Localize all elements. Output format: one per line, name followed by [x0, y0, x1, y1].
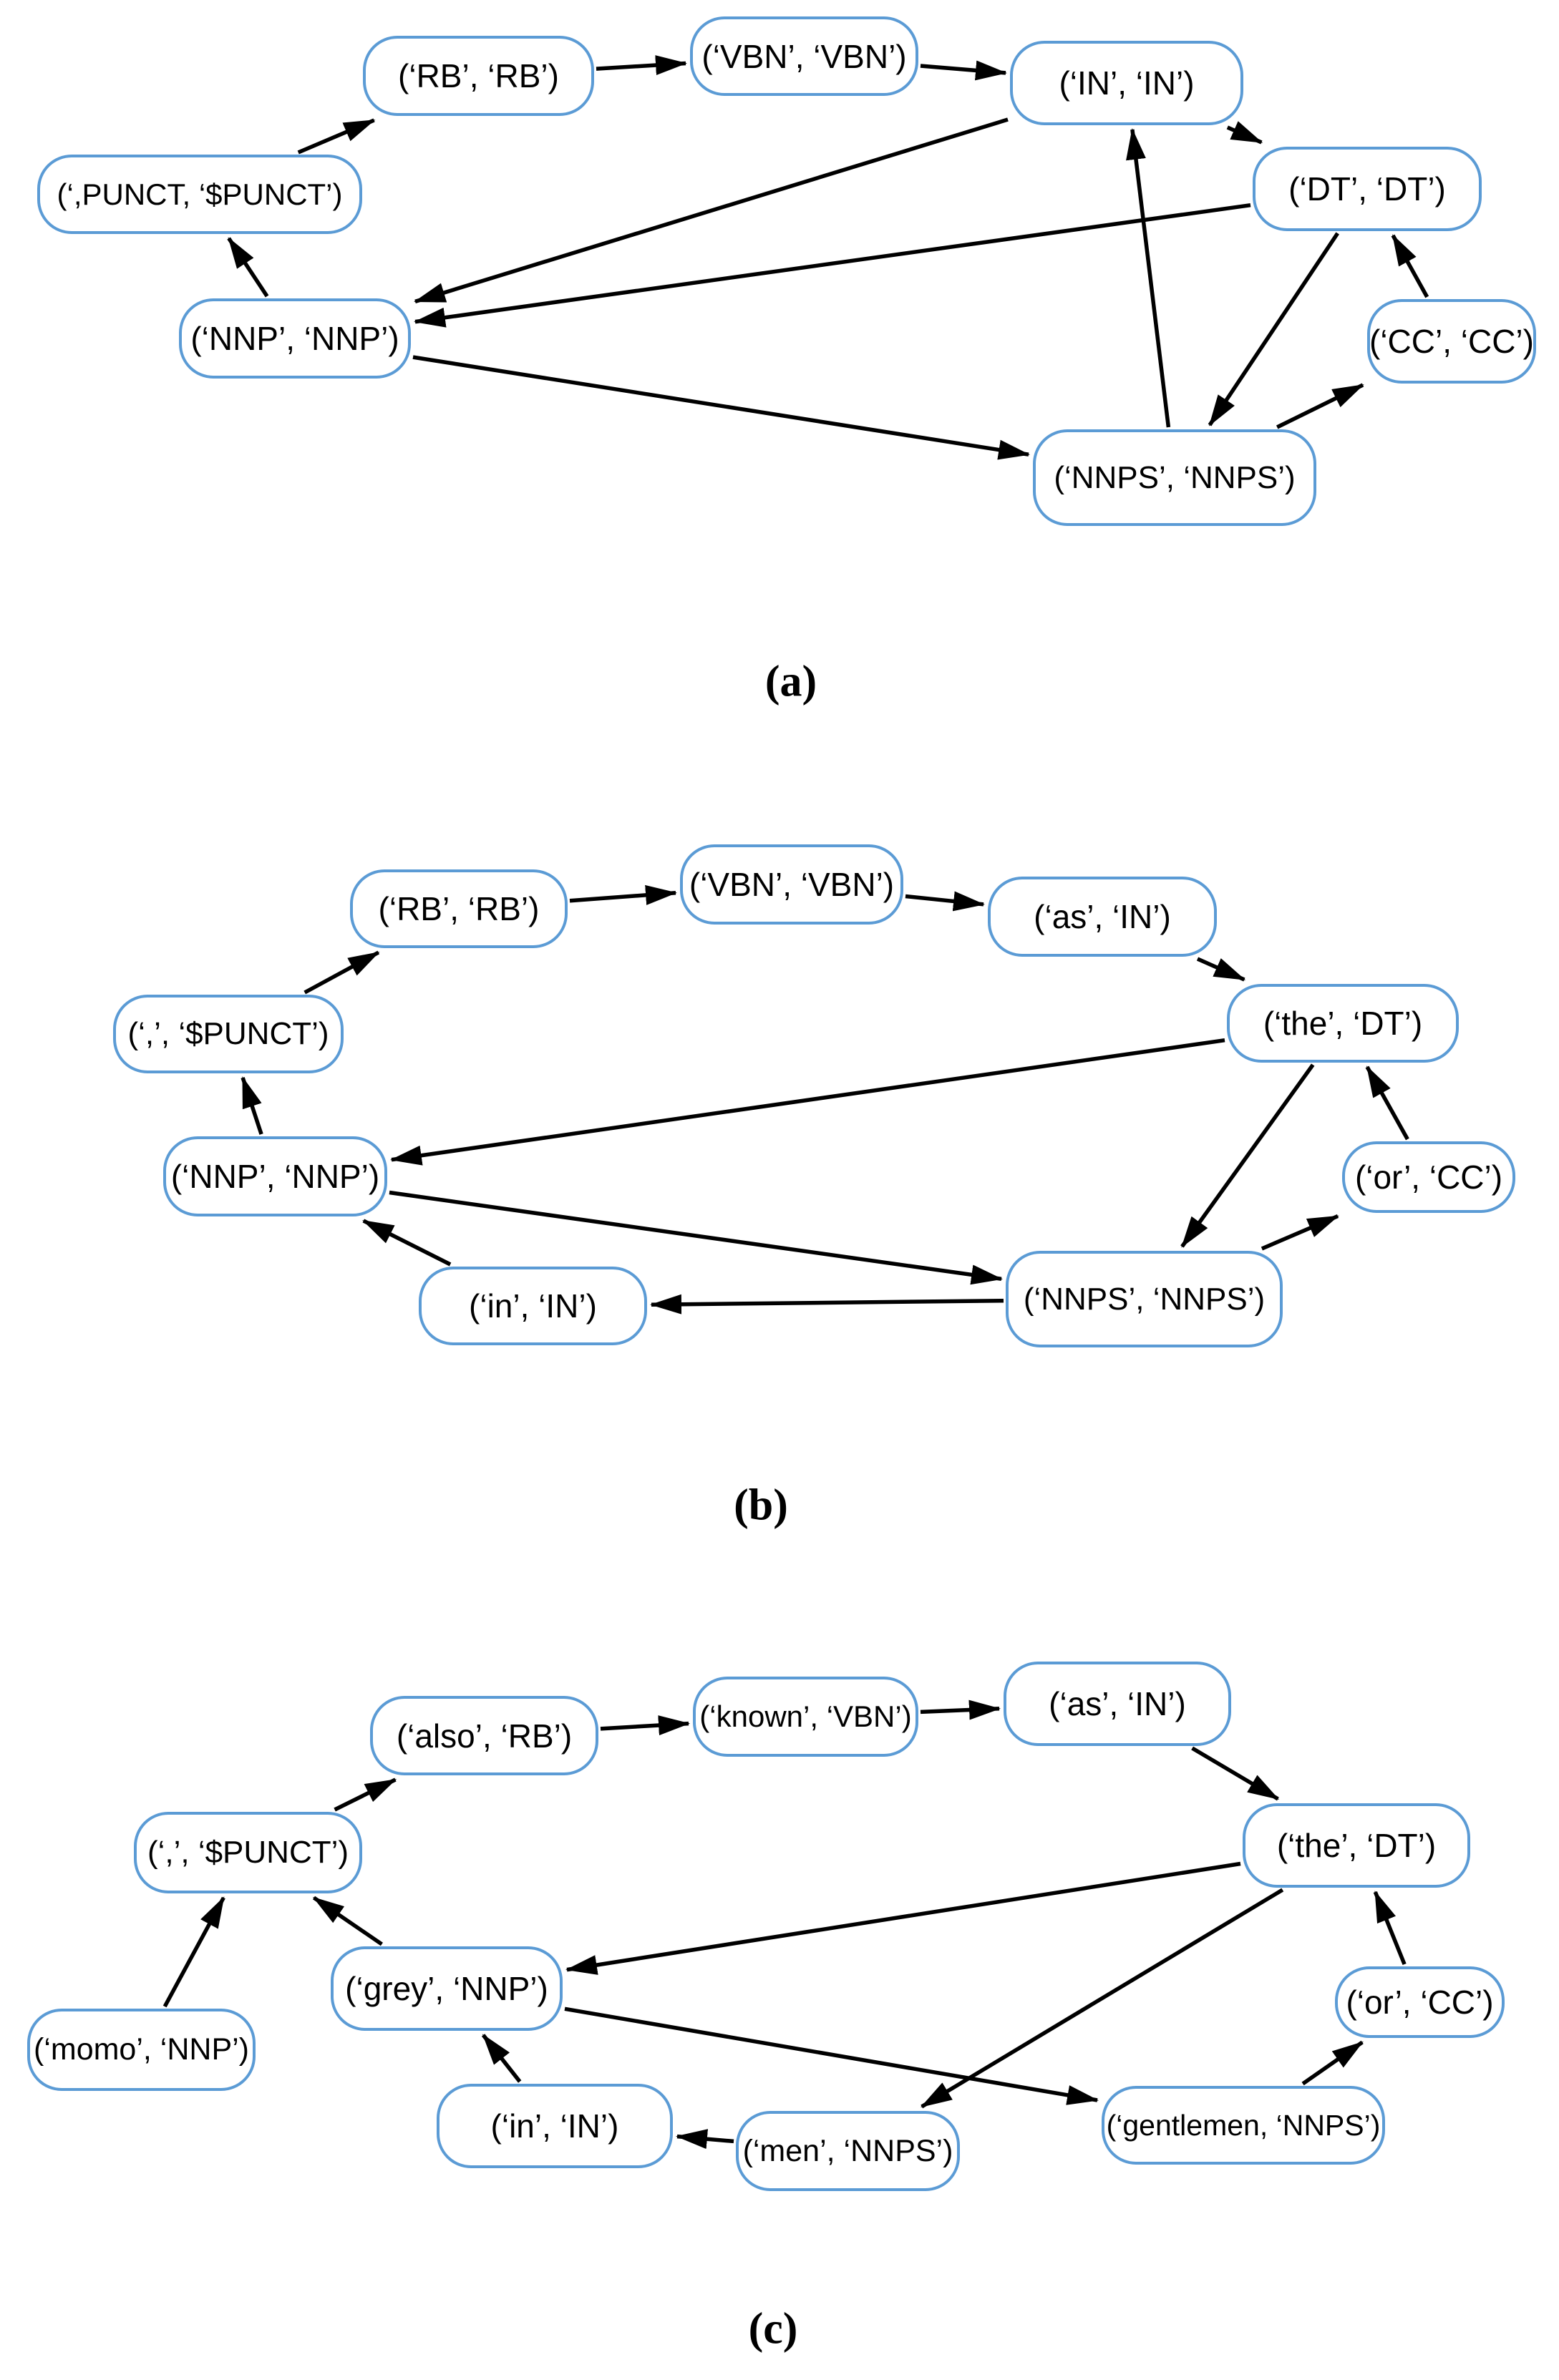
edge-c-gentlemen-to-or	[1301, 2040, 1364, 2086]
edge-b-vbn-to-as	[905, 891, 985, 912]
graph-node-c-also: (‘also’, ‘RB’)	[370, 1696, 598, 1775]
graph-node-c-punct: (‘,’, ‘$PUNCT’)	[134, 1812, 362, 1893]
edge-a-dt-to-nnps	[1208, 232, 1339, 426]
graph-node-a-dt: (‘DT’, ‘DT’)	[1253, 147, 1482, 231]
graph-node-label: (‘NNP’, ‘NNP’)	[170, 1158, 380, 1195]
graph-node-c-men: (‘men’, ‘NNPS’)	[736, 2111, 960, 2191]
graph-node-b-rb: (‘RB’, ‘RB’)	[350, 869, 568, 948]
graph-node-label: (‘RB’, ‘RB’)	[378, 890, 540, 927]
subfigure-caption-c: (c)	[748, 2304, 798, 2354]
graph-node-b-nnps: (‘NNPS’, ‘NNPS’)	[1006, 1251, 1283, 1347]
graph-node-a-vbn: (‘VBN’, ‘VBN’)	[690, 16, 918, 96]
edge-a-nnps-to-cc	[1276, 383, 1364, 429]
graph-node-c-or: (‘or’, ‘CC’)	[1335, 1966, 1505, 2038]
edge-c-men-to-in	[676, 2129, 734, 2150]
edge-c-as-to-the	[1191, 1746, 1280, 1801]
graph-node-label: (‘VBN’, ‘VBN’)	[689, 866, 895, 903]
graph-node-a-cc: (‘CC’, ‘CC’)	[1367, 299, 1536, 384]
graph-node-label: (‘also’, ‘RB’)	[396, 1717, 573, 1755]
graph-node-label: (‘,’, ‘$PUNCT’)	[127, 1016, 329, 1051]
graph-node-b-or: (‘or’, ‘CC’)	[1342, 1141, 1515, 1213]
graph-node-label: (‘or’, ‘CC’)	[1354, 1159, 1503, 1196]
graph-node-label: (‘the’, ‘DT’)	[1276, 1827, 1437, 1864]
graph-node-label: (‘gentlemen, ‘NNPS’)	[1106, 2108, 1381, 2142]
graph-node-a-nnp: (‘NNP’, ‘NNP’)	[179, 298, 411, 379]
graph-node-label: (‘IN’, ‘IN’)	[1059, 64, 1195, 102]
edge-c-grey-to-punct	[312, 1896, 383, 1946]
graph-node-b-nnp: (‘NNP’, ‘NNP’)	[163, 1136, 387, 1216]
graph-node-b-the: (‘the’, ‘DT’)	[1227, 984, 1459, 1063]
graph-node-label: (‘NNPS’, ‘NNPS’)	[1023, 1281, 1266, 1317]
graph-node-a-rb: (‘RB’, ‘RB’)	[363, 36, 594, 116]
graph-node-label: (‘RB’, ‘RB’)	[398, 57, 559, 94]
edge-a-in-to-dt	[1226, 121, 1263, 145]
graph-node-label: (‘as’, ‘IN’)	[1049, 1685, 1186, 1722]
edge-a-in-to-nnp	[414, 117, 1009, 304]
edge-a-dt-to-nnp	[414, 203, 1251, 328]
edge-c-momo-to-punct	[162, 1896, 225, 2008]
edge-b-rb-to-vbn	[569, 884, 677, 905]
graph-node-label: (‘men’, ‘NNPS’)	[742, 2133, 953, 2168]
graph-node-label: (‘momo’, ‘NNP’)	[34, 2032, 249, 2067]
edge-c-the-to-grey	[565, 1861, 1241, 1975]
graph-node-c-in: (‘in’, ‘IN’)	[437, 2084, 673, 2168]
edge-a-rb-to-vbn	[596, 55, 687, 76]
edge-b-or-to-the	[1365, 1065, 1409, 1141]
edge-b-the-to-nnp	[390, 1038, 1225, 1166]
graph-node-label: (‘NNPS’, ‘NNPS’)	[1054, 459, 1296, 495]
edge-b-as-to-the	[1196, 957, 1246, 982]
graph-node-a-punct: (‘,PUNCT, ‘$PUNCT’)	[37, 155, 362, 234]
graph-node-a-in: (‘IN’, ‘IN’)	[1010, 41, 1243, 125]
subfigure-caption-a: (a)	[764, 657, 817, 706]
graph-node-c-momo: (‘momo’, ‘NNP’)	[27, 2009, 256, 2091]
graph-node-c-grey: (‘grey’, ‘NNP’)	[331, 1946, 563, 2031]
graph-node-label: (‘,PUNCT, ‘$PUNCT’)	[57, 177, 343, 211]
subfigure-caption-b: (b)	[734, 1481, 788, 1530]
graph-node-c-as: (‘as’, ‘IN’)	[1004, 1662, 1231, 1746]
edge-a-nnps-to-in	[1126, 128, 1171, 428]
edge-b-the-to-nnps	[1180, 1063, 1315, 1248]
graph-node-c-known: (‘known’, ‘VBN’)	[693, 1677, 918, 1757]
edge-c-the-to-men	[920, 1888, 1284, 2109]
edge-c-punct-to-also	[334, 1777, 397, 1812]
graph-node-label: (‘CC’, ‘CC’)	[1369, 323, 1534, 360]
edge-c-known-to-as	[920, 1699, 1001, 1720]
edge-c-also-to-known	[600, 1715, 690, 1736]
edge-a-nnp-to-nnps	[412, 355, 1030, 460]
edge-b-nnp-to-punct	[241, 1076, 263, 1135]
edge-a-punct-to-rb	[297, 118, 376, 155]
graph-node-a-nnps: (‘NNPS’, ‘NNPS’)	[1033, 429, 1316, 526]
edge-c-in-to-grey	[481, 2034, 522, 2083]
graph-node-label: (‘VBN’, ‘VBN’)	[701, 37, 907, 75]
graph-node-label: (‘NNP’, ‘NNP’)	[190, 320, 399, 357]
graph-node-b-punct: (‘,’, ‘$PUNCT’)	[113, 995, 344, 1073]
edge-a-vbn-to-in	[920, 60, 1007, 81]
edge-a-nnp-to-punct	[227, 237, 269, 298]
graph-node-label: (‘the’, ‘DT’)	[1263, 1005, 1423, 1042]
edge-c-or-to-the	[1373, 1891, 1407, 1966]
graph-node-label: (‘grey’, ‘NNP’)	[345, 1970, 548, 2007]
graph-node-label: (‘or’, ‘CC’)	[1346, 1984, 1494, 2021]
edge-b-nnps-to-in	[650, 1294, 1004, 1315]
graph-node-c-the: (‘the’, ‘DT’)	[1243, 1803, 1470, 1888]
edge-b-nnp-to-nnps	[389, 1190, 1003, 1285]
graph-node-b-as: (‘as’, ‘IN’)	[988, 877, 1217, 957]
graph-node-label: (‘,’, ‘$PUNCT’)	[147, 1835, 349, 1870]
edge-b-nnps-to-or	[1261, 1214, 1339, 1251]
graph-node-c-gentlemen: (‘gentlemen, ‘NNPS’)	[1102, 2086, 1385, 2165]
edge-b-in-to-nnp	[362, 1219, 452, 1267]
edge-c-grey-to-gentlemen	[564, 2006, 1099, 2105]
edge-b-punct-to-rb	[303, 950, 380, 995]
graph-node-label: (‘in’, ‘IN’)	[469, 1287, 597, 1325]
graph-node-label: (‘in’, ‘IN’)	[490, 2107, 619, 2145]
graph-node-b-in: (‘in’, ‘IN’)	[419, 1267, 647, 1345]
graph-node-b-vbn: (‘VBN’, ‘VBN’)	[680, 844, 903, 925]
edge-a-cc-to-dt	[1391, 234, 1429, 298]
graph-node-label: (‘known’, ‘VBN’)	[699, 1699, 912, 1733]
graph-node-label: (‘as’, ‘IN’)	[1034, 898, 1171, 935]
graph-node-label: (‘DT’, ‘DT’)	[1288, 170, 1446, 208]
